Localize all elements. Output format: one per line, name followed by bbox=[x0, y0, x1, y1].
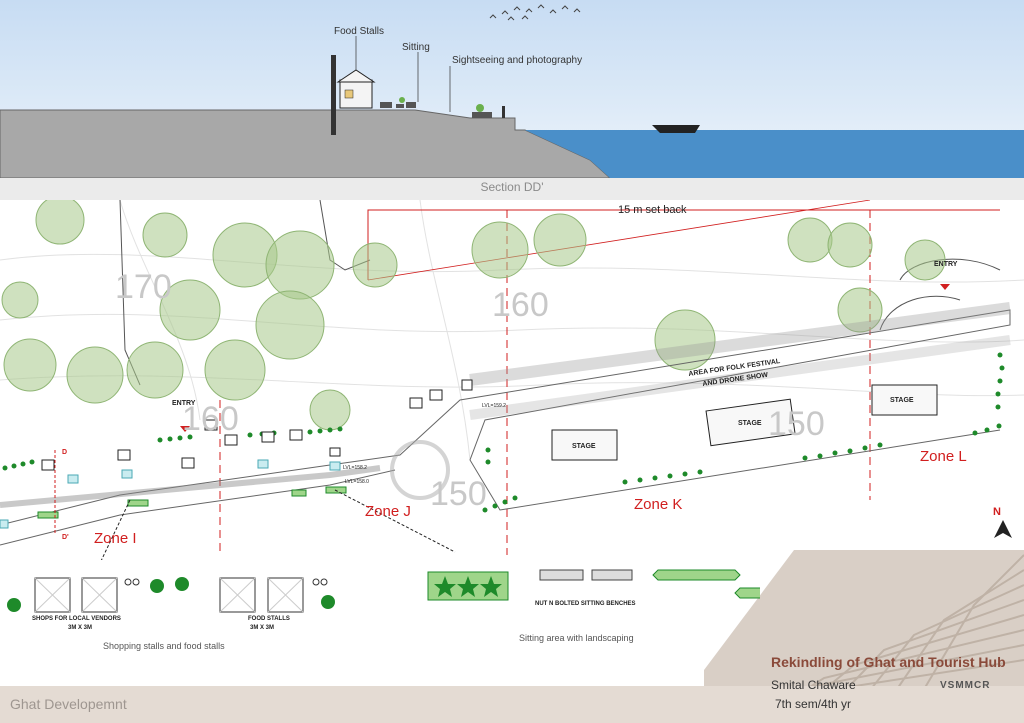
shop-stall-plans bbox=[34, 577, 328, 613]
stage-label-3: STAGE bbox=[890, 397, 914, 404]
site-plan bbox=[0, 200, 1024, 560]
plant-icon bbox=[476, 104, 484, 112]
section-marker-d-prime: D' bbox=[62, 534, 69, 541]
boat-icon bbox=[652, 125, 700, 133]
sitting-label: Sitting bbox=[402, 42, 430, 53]
setback-line bbox=[367, 209, 1000, 280]
festival-band bbox=[469, 302, 1011, 386]
north-label: N bbox=[993, 506, 1001, 518]
detail-drawings bbox=[7, 569, 760, 613]
shopping-caption: Shopping stalls and food stalls bbox=[103, 641, 225, 651]
food-stalls-label: Food Stalls bbox=[334, 26, 385, 37]
stage-label-1: STAGE bbox=[572, 443, 596, 450]
contour-label-150-east: 150 bbox=[768, 405, 825, 443]
sitting-bench bbox=[380, 102, 392, 108]
shops-label-line1: SHOPS FOR LOCAL VENDORS bbox=[32, 616, 121, 622]
food-label-line1: FOOD STALLS bbox=[248, 616, 290, 622]
semester-label: 7th sem/4th yr bbox=[775, 697, 852, 711]
zone-k-label: Zone K bbox=[634, 496, 683, 513]
stage-label-2: STAGE bbox=[738, 420, 762, 427]
section-marker-d: D bbox=[62, 449, 68, 456]
stall-blocks bbox=[41, 379, 473, 471]
section-title: Section DD' bbox=[480, 180, 544, 194]
zone-i-label: Zone I bbox=[94, 530, 137, 547]
tree-symbols bbox=[7, 577, 335, 612]
walkway-band bbox=[0, 465, 381, 508]
kiosk-blocks bbox=[0, 459, 341, 529]
food-stall-post bbox=[331, 55, 336, 135]
planters bbox=[37, 486, 347, 519]
star-plants bbox=[434, 576, 502, 597]
roundabout bbox=[390, 440, 450, 500]
footer-band bbox=[0, 686, 1024, 723]
contour-label-160-west: 160 bbox=[182, 400, 239, 438]
level-label-3: LVL=158.0 bbox=[345, 479, 369, 485]
section-title-strip bbox=[0, 178, 1024, 200]
footer-left-text: Ghat Developemnt bbox=[10, 696, 127, 712]
section-drawing bbox=[0, 4, 1024, 178]
entry-arrow-icon bbox=[180, 426, 190, 432]
college-logo: VSMMCR bbox=[940, 680, 991, 691]
planter-plans bbox=[652, 569, 760, 599]
birds-icon bbox=[489, 4, 581, 21]
callout-line-zone-j bbox=[334, 489, 456, 553]
benches-label: NUT N BOLTED SITTING BENCHES bbox=[535, 601, 636, 607]
water-body bbox=[525, 130, 1024, 178]
project-title: Rekindling of Ghat and Tourist Hub bbox=[771, 654, 1006, 670]
entry-label-west: ENTRY bbox=[172, 400, 196, 407]
food-label-line2: 3M X 3M bbox=[250, 625, 275, 631]
promenade bbox=[0, 309, 1011, 526]
person-icon bbox=[502, 106, 505, 118]
sightseeing-label: Sightseeing and photography bbox=[452, 55, 583, 66]
level-label-1: LVL=159.2 bbox=[482, 403, 506, 409]
contour-label-170: 170 bbox=[115, 268, 172, 306]
trees bbox=[1, 200, 946, 431]
sitting-caption: Sitting area with landscaping bbox=[519, 633, 634, 643]
plant-icon bbox=[399, 97, 405, 103]
entry-label-east: ENTRY bbox=[934, 261, 958, 268]
stages bbox=[551, 384, 938, 461]
zone-l-label: Zone L bbox=[920, 448, 967, 465]
ground-profile bbox=[0, 109, 611, 178]
zone-j-label: Zone J bbox=[365, 503, 411, 520]
entry-arrow-icon bbox=[940, 284, 950, 290]
food-stall-roof bbox=[336, 69, 376, 83]
contour-label-160: 160 bbox=[492, 286, 549, 324]
shops-label-line2: 3M X 3M bbox=[68, 625, 93, 631]
contour-label-150-west: 150 bbox=[430, 475, 487, 513]
bench-plans bbox=[539, 569, 633, 581]
shrub-dots bbox=[2, 352, 1005, 513]
author-name: Smital Chaware bbox=[771, 678, 856, 692]
level-label-2: LVL=158.2 bbox=[343, 465, 367, 471]
setback-label: 15 m set back bbox=[618, 204, 687, 216]
north-arrow-icon bbox=[994, 520, 1012, 538]
